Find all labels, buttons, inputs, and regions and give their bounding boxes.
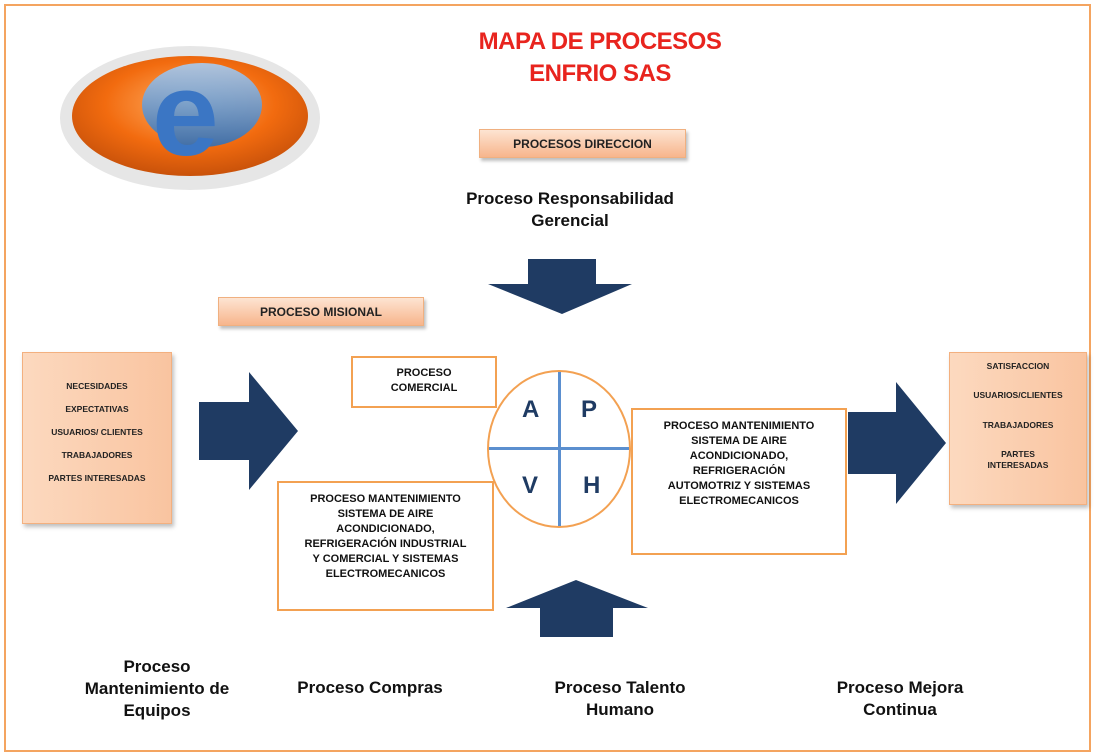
output-item: USUARIOS/CLIENTES [973,390,1063,400]
heading-responsabilidad-gerencial: Proceso Responsabilidad Gerencial [420,188,720,232]
phva-horizontal-divider [489,447,629,450]
heading-line: Continua [863,700,937,719]
heading-line: Equipos [123,701,191,720]
box-line: ACONDICIONADO, [336,523,435,535]
box-line: COMERCIAL [390,382,458,394]
box-line: PROCESO MANTENIMIENTO [663,420,815,432]
output-item: TRABAJADORES [982,420,1054,430]
box-line: PROCESO MANTENIMIENTO [310,493,461,505]
heading-line: Proceso Mejora [836,678,964,697]
box-line: Y COMERCIAL Y SISTEMAS [312,553,459,565]
up-arrow [506,580,648,637]
heading-line: Gerencial [531,211,609,230]
box-line: PROCESO [396,367,452,379]
company-logo: e [60,46,320,190]
tag-procesos-direccion: PROCESOS DIRECCION [479,129,686,158]
box-line: ELECTROMECANICOS [679,495,799,507]
right-arrow-input [199,372,298,490]
heading-line: Proceso [123,657,191,676]
input-item: NECESIDADES [66,381,128,391]
phva-hacer: H [583,472,601,499]
box-mantenimiento-automotriz: PROCESO MANTENIMIENTO SISTEMA DE AIRE AC… [631,408,847,555]
box-proceso-comercial: PROCESO COMERCIAL [351,356,497,408]
box-line: AUTOMOTRIZ Y SISTEMAS [667,480,811,492]
box-line: REFRIGERACIÓN [692,465,786,477]
box-mantenimiento-industrial: PROCESO MANTENIMIENTO SISTEMA DE AIRE AC… [277,481,494,611]
box-line: ACONDICIONADO, [689,450,789,462]
box-line: SISTEMA DE AIRE [337,508,434,520]
down-arrow [488,259,632,314]
heading-line: Mantenimiento de [84,679,230,698]
inputs-box: NECESIDADES EXPECTATIVAS USUARIOS/ CLIEN… [22,352,172,524]
box-line: SISTEMA DE AIRE [691,435,787,447]
input-item: TRABAJADORES [61,450,133,460]
phva-planear: P [581,396,598,423]
input-item: USUARIOS/ CLIENTES [51,427,143,437]
logo-letter: e [152,47,219,181]
tag-proceso-misional: PROCESO MISIONAL [218,297,424,326]
heading-mantenimiento-equipos: Proceso Mantenimiento de Equipos [62,656,252,722]
heading-line: Humano [586,700,654,719]
phva-actuar: A [522,396,540,423]
heading-line: Proceso Responsabilidad [466,189,674,208]
title-line-2: ENFRIO SAS [529,60,671,87]
phva-verificar: V [522,472,539,499]
input-item: EXPECTATIVAS [65,404,129,414]
input-item: PARTES INTERESADAS [48,473,146,483]
output-item: PARTES INTERESADAS [987,449,1049,470]
box-line: REFRIGERACIÓN INDUSTRIAL [304,538,467,550]
outputs-box: SATISFACCION USUARIOS/CLIENTES TRABAJADO… [949,352,1087,505]
heading-compras: Proceso Compras [297,678,443,697]
box-line: ELECTROMECANICOS [325,568,446,580]
heading-mejora-continua: Proceso Mejora Continua [800,677,1000,721]
output-item: SATISFACCION [986,361,1050,371]
heading-talento-humano: Proceso Talento Humano [520,677,720,721]
heading-line: Proceso Talento [554,678,686,697]
diagram-frame [4,4,1091,752]
title-line-1: MAPA DE PROCESOS [478,28,722,55]
right-arrow-output [848,382,946,504]
diagram-title: MAPA DE PROCESOS ENFRIO SAS [390,26,810,90]
